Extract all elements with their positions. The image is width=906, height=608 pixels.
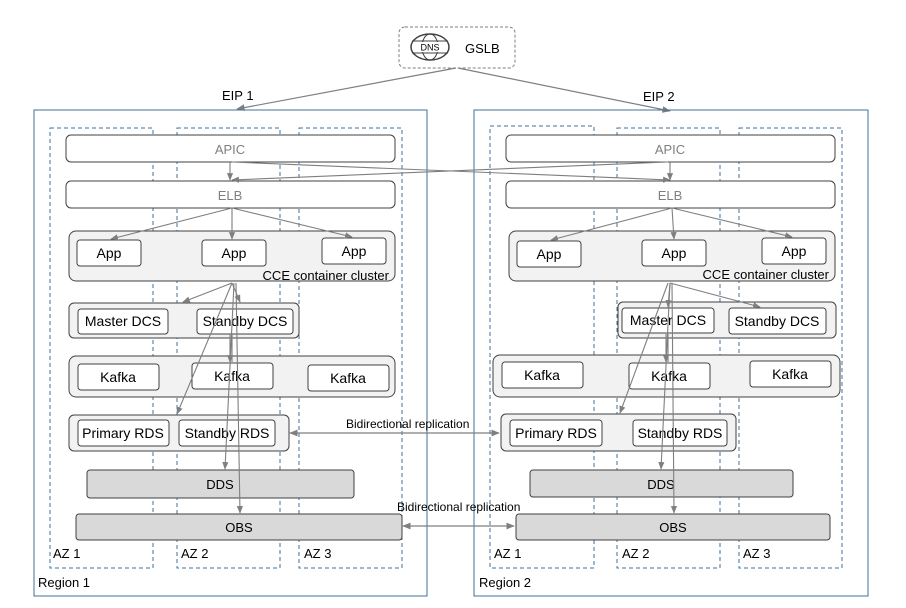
dds-box [86,469,355,499]
region-2: APIC ELB App App App CCE container clust… [473,109,869,597]
apic-label: APIC [655,142,685,157]
region-label: Region 2 [479,575,531,590]
elb-label: ELB [658,188,683,203]
standby-rds-label: Standby RDS [638,425,723,441]
rds-replication-label: Bidirectional replication [346,417,469,431]
obs-box [75,513,403,541]
standby-dcs-box [196,308,294,335]
cluster-label: CCE container cluster [263,268,390,283]
az-label: AZ 2 [622,546,649,561]
gslb-node: DNS GSLB [398,26,516,69]
az-label: AZ 2 [181,546,208,561]
cluster-label: CCE container cluster [703,267,830,282]
app-box [641,239,707,267]
kafka-box [307,364,390,392]
svg-text:DNS: DNS [420,43,439,53]
app-label: App [222,245,247,261]
elb-label: ELB [218,188,243,203]
obs-replication-label: Bidirectional replication [397,500,520,514]
primary-rds-label: Primary RDS [82,425,164,441]
standby-rds-box [632,419,728,447]
az-label: AZ 3 [304,546,331,561]
gslb-to-region1-arrow [236,67,457,111]
globe-dns-icon: DNS [410,33,450,61]
app-label: App [662,245,687,261]
standby-dcs-label: Standby DCS [735,313,820,329]
dds-label: DDS [206,477,234,492]
kafka-box [501,361,584,389]
dds-box [529,469,794,498]
app-label: App [342,243,367,259]
app-box [516,240,582,268]
kafka-label: Kafka [772,366,808,382]
app-label: App [97,245,122,261]
kafka-box [749,360,832,388]
kafka-box [77,363,160,391]
cross-region-apic-elb-arrows [231,161,671,183]
eip-1-label: EIP 1 [222,88,254,103]
standby-dcs-label: Standby DCS [203,313,288,329]
kafka-box [628,362,711,390]
master-dcs-box [77,308,169,335]
standby-dcs-box [728,307,827,335]
kafka-label: Kafka [100,369,136,385]
app-box [761,237,827,265]
az-label: AZ 3 [743,546,770,561]
eip-2-label: EIP 2 [643,89,675,104]
master-dcs-label: Master DCS [85,313,161,329]
obs-label: OBS [659,520,687,535]
kafka-label: Kafka [330,370,366,386]
primary-rds-box [77,419,170,447]
kafka-label: Kafka [651,368,687,384]
az-label: AZ 1 [53,546,80,561]
region-label: Region 1 [38,575,90,590]
kafka-label: Kafka [214,368,250,384]
primary-rds-box [509,419,603,447]
obs-label: OBS [225,520,253,535]
app-box [201,239,267,267]
gslb-label: GSLB [465,41,500,56]
apic-label: APIC [215,142,245,157]
primary-rds-label: Primary RDS [515,425,597,441]
region-1: APIC ELB App App App CCE container clust… [33,109,428,597]
app-label: App [782,243,807,259]
app-box [76,239,142,267]
dds-label: DDS [647,477,675,492]
az-label: AZ 1 [494,546,521,561]
app-box [321,237,387,265]
region-1-flow-arrows [110,162,353,514]
app-label: App [537,246,562,262]
kafka-box [191,362,274,390]
region-2-flow-arrows [550,162,793,514]
gslb-to-region2-arrow [457,67,671,113]
obs-box [515,513,831,541]
kafka-label: Kafka [524,367,560,383]
